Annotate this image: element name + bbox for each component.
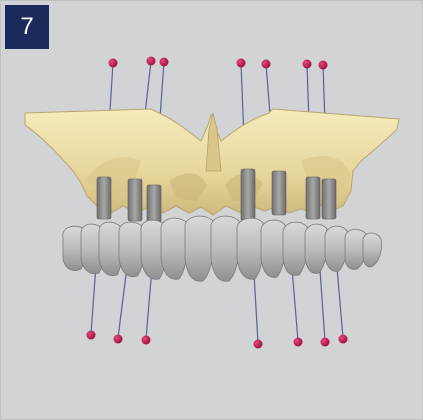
upper-markers <box>109 57 328 70</box>
teeth-prosthesis <box>63 216 382 281</box>
maxilla-bone <box>25 109 399 215</box>
lower-markers <box>87 331 348 349</box>
